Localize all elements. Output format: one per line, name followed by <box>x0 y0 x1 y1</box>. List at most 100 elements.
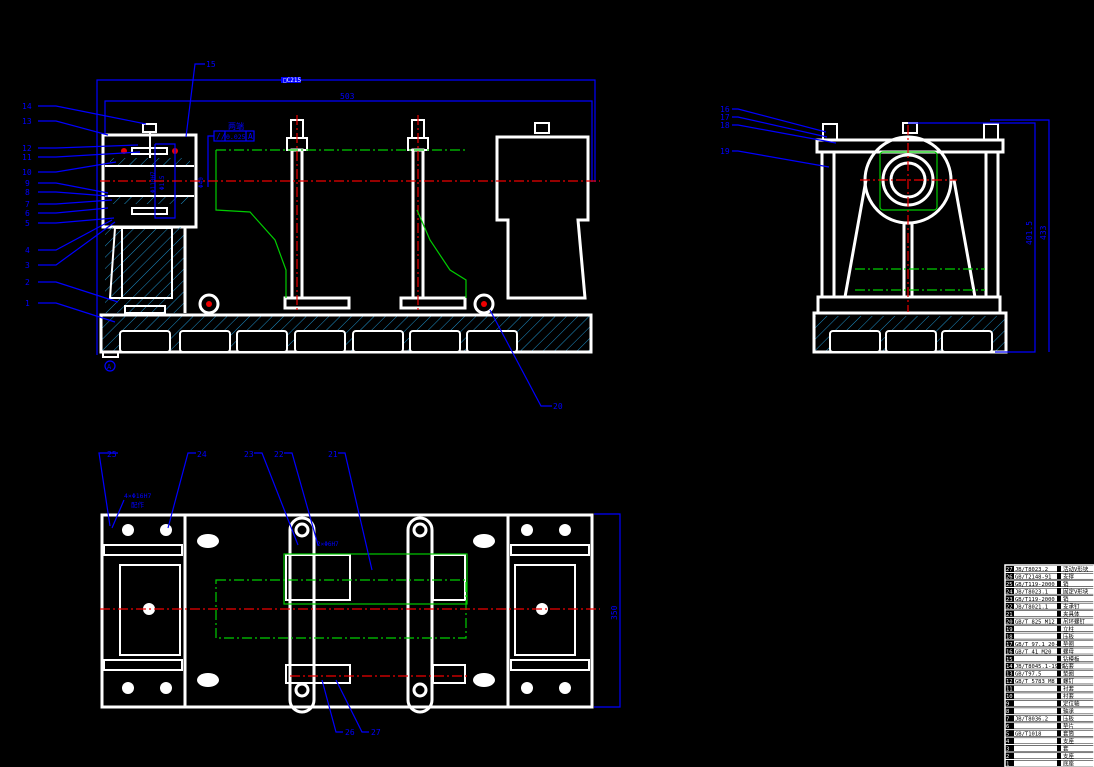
table-cell-code <box>1014 580 1057 587</box>
part-label-7: 7 <box>25 200 30 209</box>
table-cell-name <box>1061 700 1094 707</box>
table-cell-code <box>1014 610 1057 617</box>
part-label-27: 27 <box>371 728 381 737</box>
table-name: 钻模板 <box>1063 655 1080 663</box>
table-cell-name <box>1061 573 1094 579</box>
table-cell-name <box>1061 566 1094 572</box>
table-cell-name <box>1061 715 1094 722</box>
table-no: 10 <box>1006 694 1013 700</box>
table-cell-code <box>1014 655 1057 662</box>
part-label-10: 10 <box>22 168 32 177</box>
table-cell-name <box>1061 670 1094 677</box>
table-cell-name <box>1061 753 1094 759</box>
table-name: 垫圈 <box>1063 670 1075 678</box>
part-label-13: 13 <box>22 117 32 126</box>
table-cell-code <box>1014 745 1057 752</box>
table-cell-name <box>1061 580 1094 587</box>
table-name: 支座 <box>1063 752 1075 760</box>
table-cell-name <box>1061 640 1094 647</box>
table-name: 定位轴 <box>1063 700 1080 708</box>
table-no: 22 <box>1006 604 1013 610</box>
dim-height-2: 433 <box>1039 225 1048 240</box>
table-cell-code <box>1014 633 1057 639</box>
front-view: □C215 503 两端 // 0.025 A Φ110H7 <box>22 60 600 411</box>
table-no: 24 <box>1006 589 1013 595</box>
table-no: 25 <box>1006 582 1013 588</box>
table-code: GB/T 5783 M8 <box>1015 679 1055 685</box>
table-code: GB/T 97.1 20-5 <box>1015 642 1061 648</box>
table-cell-name <box>1061 723 1094 729</box>
table-cell-code <box>1014 760 1057 766</box>
table-name: 销 <box>1063 580 1069 588</box>
dim-vertical-2: Φ115 <box>159 175 166 190</box>
part-label-6: 6 <box>25 209 30 218</box>
table-cell-name <box>1061 588 1094 594</box>
part-leaders: 14 13 12 11 10 9 8 7 6 5 4 3 2 1 15 20 <box>22 60 563 411</box>
right-support <box>198 122 590 315</box>
dim-vertical-3: Φ40 <box>198 177 205 188</box>
left-support <box>105 227 187 314</box>
part-label-4: 4 <box>25 246 30 255</box>
table-no: 3 <box>1006 747 1009 753</box>
table-cell-name <box>1061 738 1094 744</box>
hole-note-1: 4×Φ16H7 <box>124 492 151 500</box>
table-name: 固定V形块 <box>1063 587 1089 595</box>
table-code: JB/T8036.2 <box>1015 717 1048 723</box>
table-cell-code <box>1014 693 1057 699</box>
part-label-17: 17 <box>720 113 730 122</box>
table-no: 8 <box>1006 709 1009 715</box>
dim-inner-text: 503 <box>340 92 355 101</box>
table-cell-name <box>1061 648 1094 654</box>
overall-dimension: □C215 503 <box>96 77 596 355</box>
table-name: 垫圈 <box>1063 640 1075 648</box>
table-cell-code <box>1014 708 1057 714</box>
table-name: 压板 <box>1063 632 1075 640</box>
table-cell-name <box>1061 595 1094 602</box>
table-code: JB/T8021.1 <box>1015 604 1048 610</box>
part-label-20: 20 <box>553 402 563 411</box>
table-cell-code <box>1014 685 1057 692</box>
table-cell-name <box>1061 730 1094 737</box>
part-label-9: 9 <box>25 179 30 188</box>
table-cell-name <box>1061 655 1094 662</box>
table-no: 9 <box>1006 702 1009 708</box>
part-label-22: 22 <box>274 450 284 459</box>
side-view: 401.5 433 16 17 18 19 <box>720 105 1050 354</box>
table-no: 5 <box>1006 732 1009 738</box>
table-name: 立柱 <box>1063 625 1075 633</box>
part-label-26: 26 <box>345 728 355 737</box>
table-cell-name <box>1061 760 1094 766</box>
table-cell-code <box>1014 648 1057 654</box>
part-label-25: 25 <box>107 450 117 459</box>
table-name: 衬套 <box>1063 692 1075 700</box>
table-no: 26 <box>1006 574 1013 580</box>
table-cell-name <box>1061 745 1094 752</box>
table-name: 夹具体 <box>1063 610 1080 618</box>
table-cell-code <box>1014 588 1057 594</box>
part-label-14: 14 <box>22 102 32 111</box>
table-name: 支撑 <box>1063 572 1075 580</box>
table-no: 4 <box>1006 739 1010 745</box>
part-label-5: 5 <box>25 219 30 228</box>
table-no: 18 <box>1006 634 1013 640</box>
table-cell-code <box>1014 723 1057 729</box>
table-cell-name <box>1061 603 1094 609</box>
part-label-24: 24 <box>197 450 207 459</box>
table-no: 6 <box>1006 724 1009 730</box>
part-label-23: 23 <box>244 450 254 459</box>
table-name: 支承钉 <box>1063 602 1080 610</box>
table-no: 16 <box>1006 649 1013 655</box>
table-no: 20 <box>1006 619 1013 625</box>
table-code: GB/T1018 <box>1015 732 1042 738</box>
tolerance-value: 0.025 <box>226 133 246 141</box>
dim-width: 350 <box>610 605 619 620</box>
table-cell-code <box>1014 738 1057 744</box>
hole-note-2: 2×Φ6H7 <box>317 541 339 548</box>
table-cell-code <box>1014 700 1057 707</box>
table-name: 垫片 <box>1063 722 1074 730</box>
table-cell-code <box>1014 573 1057 579</box>
table-cell-code <box>1014 753 1057 759</box>
table-cell-name <box>1061 618 1094 624</box>
part-label-3: 3 <box>25 261 30 270</box>
